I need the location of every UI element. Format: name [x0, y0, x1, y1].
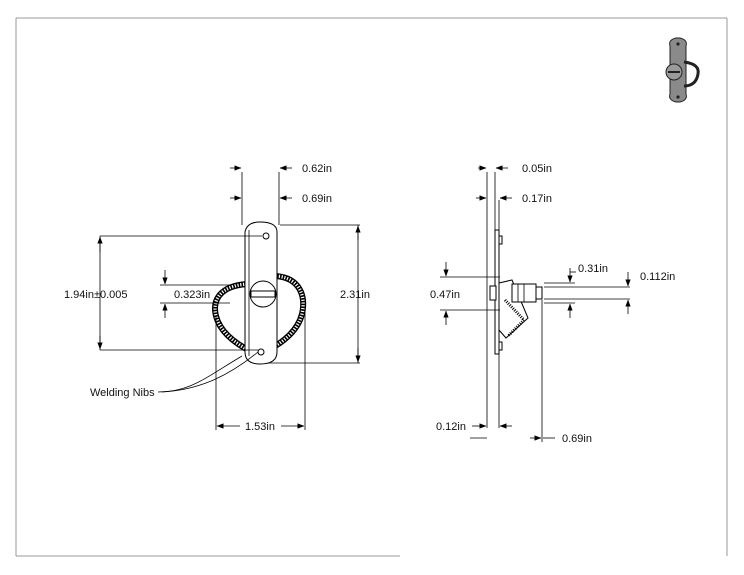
mount-hole-top: [262, 232, 270, 240]
side-view: 0.05in 0.17in 0.47in 0.31in 0.112in 0.12…: [430, 163, 675, 445]
dim-label-0-69: 0.69in: [302, 193, 332, 205]
dim-label-0-17: 0.17in: [522, 193, 552, 205]
dim-label-0-31: 0.31in: [578, 263, 608, 275]
dim-label-0-323: 0.323in: [174, 289, 210, 301]
dim-label-1-53: 1.53in: [245, 421, 275, 433]
mount-hole-bottom: [257, 348, 265, 356]
dim-label-0-47: 0.47in: [430, 289, 460, 301]
callout-welding-nibs: Welding Nibs: [90, 387, 155, 399]
door-latch-thumbnail-icon: [665, 37, 700, 103]
dim-label-0-69-side: 0.69in: [562, 433, 592, 445]
dim-label-0-12: 0.12in: [436, 421, 466, 433]
dim-label-0-62: 0.62in: [302, 163, 332, 175]
dim-label-2-31: 2.31in: [340, 289, 370, 301]
dim-label-1-94: 1.94in±0.005: [64, 289, 128, 301]
front-view: 0.62in 0.69in 1.94in±0.005 0.323in 2.31i…: [64, 163, 370, 433]
dim-label-0-112: 0.112in: [640, 271, 675, 283]
callout-leader: [157, 355, 243, 393]
dim-label-0-05: 0.05in: [522, 163, 552, 175]
sheet-border: [15, 17, 728, 557]
